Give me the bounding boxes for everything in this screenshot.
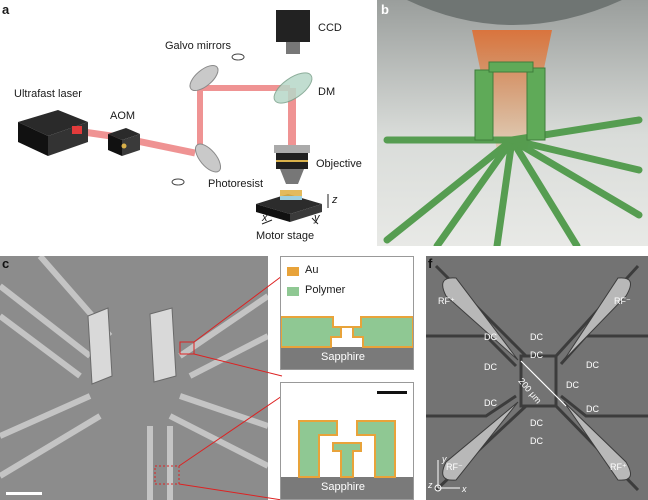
axis-arrows bbox=[261, 194, 329, 225]
panel-b: b bbox=[377, 0, 648, 246]
scale-line bbox=[520, 360, 567, 407]
substrate-d bbox=[281, 347, 413, 369]
panel-d: d Au Polymer Sapphire bbox=[280, 256, 414, 370]
axis-y-label: y bbox=[314, 212, 320, 224]
axis-x-label-f: x bbox=[462, 484, 467, 494]
panel-f: f RF⁺ RF⁻ RF⁻ RF⁺ DC DC DC bbox=[426, 256, 648, 500]
legend-swatch-au bbox=[287, 267, 299, 276]
sem-image-trap bbox=[0, 256, 268, 500]
ultrafast-laser bbox=[18, 110, 88, 156]
sem-pillars bbox=[87, 307, 177, 385]
rf-minus-top-right: RF⁻ bbox=[614, 296, 631, 306]
label-motor-stage: Motor stage bbox=[256, 230, 315, 242]
legend-au-label: Au bbox=[305, 264, 319, 276]
label-laser: Ultrafast laser bbox=[14, 88, 82, 100]
panel-label-a: a bbox=[2, 2, 10, 17]
trap-render bbox=[383, 0, 643, 246]
substrate-label-e: Sapphire bbox=[321, 481, 366, 493]
cross-section-e bbox=[281, 391, 413, 499]
axis-f bbox=[434, 460, 460, 492]
panel-c: c bbox=[0, 256, 268, 500]
label-aom: AOM bbox=[110, 110, 136, 122]
panel-label-c: c bbox=[2, 256, 10, 271]
inset-marker-d bbox=[179, 341, 195, 355]
dc-label-1: DC bbox=[484, 332, 497, 342]
rf-plus-top-left: RF⁺ bbox=[438, 296, 455, 306]
substrate-e bbox=[281, 477, 413, 499]
aom-device bbox=[108, 128, 140, 156]
label-photoresist: Photoresist bbox=[208, 178, 264, 190]
laser-beam bbox=[69, 85, 296, 157]
axis-x-label: x bbox=[262, 212, 268, 224]
label-ccd: CCD bbox=[318, 22, 342, 34]
label-objective: Objective bbox=[316, 158, 362, 170]
rf-minus-bottom-left: RF⁻ bbox=[446, 462, 463, 472]
scale-bar-e bbox=[377, 391, 407, 394]
dc-label-8: DC bbox=[530, 418, 543, 428]
dc-label-7: DC bbox=[484, 398, 497, 408]
rf-plus-bottom-right: RF⁺ bbox=[610, 462, 627, 472]
dc-label-6: DC bbox=[566, 380, 579, 390]
panel-e: e Sapphire bbox=[280, 382, 414, 500]
setup-schematic bbox=[18, 10, 329, 225]
dc-label-4: DC bbox=[484, 362, 497, 372]
objective-lens bbox=[274, 145, 310, 184]
dichroic-mirror bbox=[273, 72, 313, 104]
dc-label-10: DC bbox=[530, 436, 543, 446]
substrate-label-d: Sapphire bbox=[321, 351, 366, 363]
scale-bar bbox=[6, 492, 42, 495]
inset-connectors bbox=[178, 275, 283, 500]
legend-polymer-label: Polymer bbox=[305, 284, 346, 296]
dc-label-9: DC bbox=[586, 404, 599, 414]
rf-electrodes bbox=[442, 277, 631, 481]
dc-label-2: DC bbox=[530, 332, 543, 342]
polymer-profile-d bbox=[281, 316, 413, 348]
axis-z-label: z bbox=[332, 194, 338, 206]
axis-y-label-f: y bbox=[442, 454, 447, 464]
motor-stage bbox=[256, 190, 322, 222]
panel-a: a bbox=[0, 0, 374, 248]
dc-label-3: DC bbox=[530, 350, 543, 360]
sem-top-view bbox=[426, 256, 648, 500]
polymer-profile-e bbox=[298, 420, 396, 478]
inset-marker-e bbox=[154, 465, 180, 485]
legend-swatch-polymer bbox=[287, 287, 299, 296]
trap-pillars bbox=[474, 61, 546, 141]
ccd-camera bbox=[276, 10, 310, 54]
label-galvo: Galvo mirrors bbox=[165, 40, 232, 52]
panel-label-f: f bbox=[428, 256, 433, 271]
galvo-mirrors bbox=[171, 53, 245, 186]
electrode-arms bbox=[383, 116, 643, 246]
cross-section-d bbox=[281, 267, 413, 369]
label-dm: DM bbox=[318, 86, 336, 98]
axis-z-label-f: z bbox=[428, 480, 433, 490]
panel-label-b: b bbox=[381, 2, 389, 17]
dc-label-5: DC bbox=[586, 360, 599, 370]
